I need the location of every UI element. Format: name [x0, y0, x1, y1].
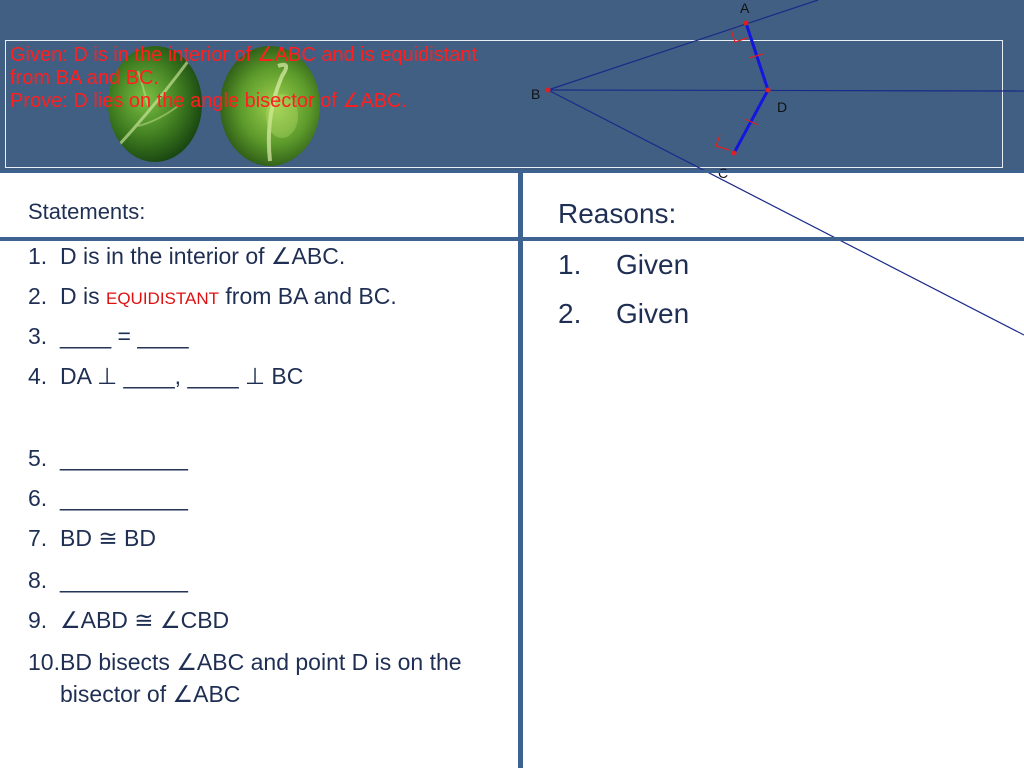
tick-mark-dc	[744, 118, 759, 126]
statement-number: 6.	[28, 485, 48, 511]
point-a	[743, 20, 749, 26]
table-header-divider	[0, 237, 1024, 241]
statement-number: 9.	[28, 607, 48, 633]
statement-number: 3.	[28, 323, 48, 349]
tick-mark-da	[748, 53, 764, 59]
statement-row: 4. DA ⊥ ____, ____ ⊥ BC	[28, 360, 508, 392]
label-a: A	[740, 0, 750, 16]
table-top-border	[0, 170, 1024, 173]
equidistant-highlight: equidistant	[106, 289, 220, 308]
point-b	[545, 87, 551, 93]
statement-row: 9. ∠ABD ≅ ∠CBD	[28, 604, 508, 636]
statement-row: 1. D is in the interior of ∠ABC.	[28, 240, 508, 272]
given-prove-text: Given: D is in the interior of ∠ABC and …	[10, 44, 500, 113]
reason-text: Given	[616, 249, 690, 280]
statement-text: __________	[60, 567, 188, 593]
statement-text: DA ⊥ ____, ____ ⊥ BC	[60, 363, 304, 389]
statement-text: __________	[60, 445, 188, 471]
statement-text: ∠ABD ≅ ∠CBD	[60, 607, 230, 633]
sprout-photo	[220, 46, 320, 166]
statement-number: 4.	[28, 363, 48, 389]
label-c: C	[718, 165, 728, 181]
statement-row: 2. D is equidistant from BA and BC.	[28, 280, 508, 315]
leaf-photo	[108, 46, 202, 162]
statement-number: 10.	[28, 649, 60, 675]
reason-number: 1.	[558, 249, 582, 280]
statement-text: BD bisects ∠ABC and point D is on the bi…	[60, 649, 462, 707]
statement-number: 7.	[28, 525, 48, 551]
statement-text: D is in the interior of ∠ABC.	[60, 243, 346, 269]
statement-row: 5. __________	[28, 442, 508, 474]
statement-row: 10. BD bisects ∠ABC and point D is on th…	[28, 646, 508, 710]
reason-text: Given	[616, 298, 690, 329]
statement-text: ____ = ____	[60, 323, 189, 349]
table-column-divider	[518, 170, 523, 768]
statement-number: 2.	[28, 283, 48, 309]
reason-row: 2. Given	[558, 297, 689, 331]
point-d	[765, 87, 771, 93]
reason-row: 1. Given	[558, 248, 689, 282]
statement-row: 8. __________	[28, 564, 508, 596]
statement-row: 6. __________	[28, 482, 508, 514]
segment-da	[744, 22, 770, 91]
label-b: B	[531, 86, 540, 102]
statement-number: 5.	[28, 445, 48, 471]
statement-text: BD ≅ BD	[60, 525, 156, 551]
point-c	[731, 150, 737, 156]
given-line: Given: D is in the interior of ∠ABC and …	[10, 44, 478, 89]
statement-text: __________	[60, 485, 188, 511]
right-angle-mark-a	[730, 29, 748, 43]
ray-bc	[547, 89, 1024, 336]
statement-number: 1.	[28, 243, 48, 269]
ray-ba	[547, 0, 819, 91]
title-banner: Given: D is in the interior of ∠ABC and …	[0, 0, 1024, 170]
statement-number: 8.	[28, 567, 48, 593]
statements-header: Statements:	[28, 199, 146, 224]
ray-bd	[547, 89, 1024, 92]
right-angle-mark-c	[715, 134, 730, 151]
label-d: D	[777, 99, 787, 115]
reasons-header: Reasons:	[558, 198, 677, 229]
banner-frame	[5, 40, 1003, 168]
statement-row: 7. BD ≅ BD	[28, 522, 508, 554]
reason-number: 2.	[558, 298, 582, 329]
prove-line: Prove: D lies on the angle bisector of ∠…	[10, 90, 408, 112]
statement-row: 3. ____ = ____	[28, 320, 508, 352]
statement-text: D is equidistant from BA and BC.	[60, 283, 397, 309]
